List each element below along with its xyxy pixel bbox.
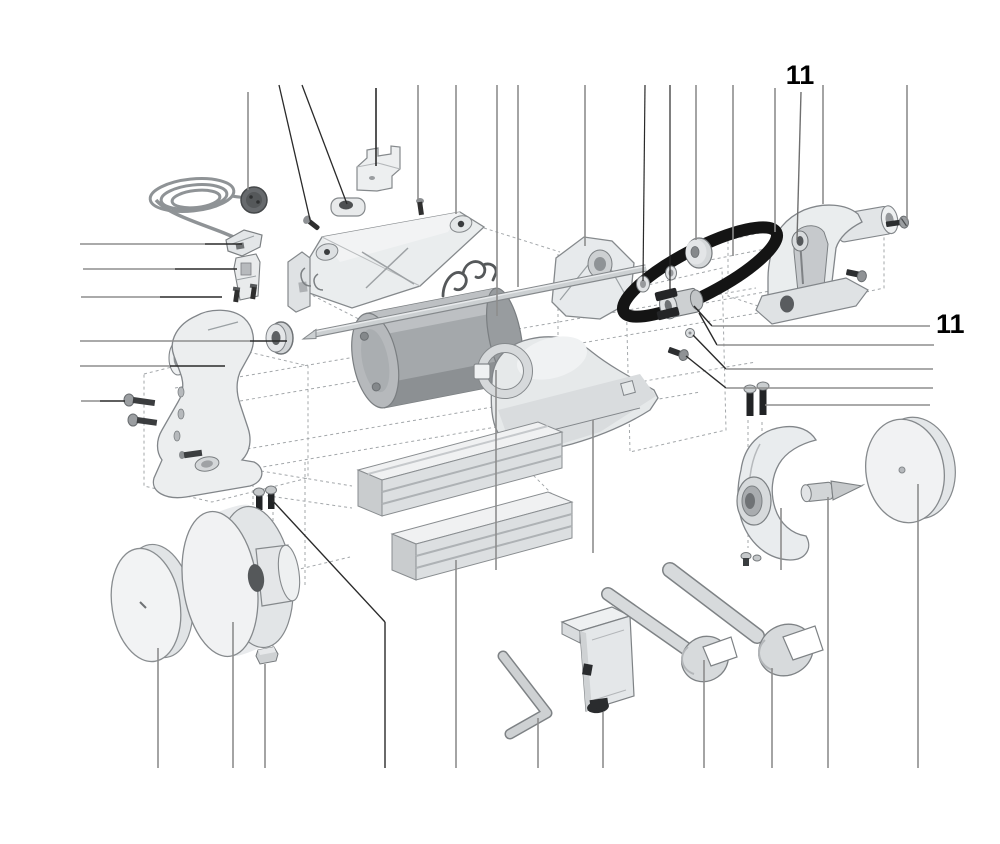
leader-lines-top [247,84,908,316]
motor-clamp [473,343,533,399]
polishing-disc [864,416,956,524]
power-plug [240,186,268,214]
small-screw-right [416,198,424,216]
cover-bracket [356,145,401,192]
taper-spindle [800,480,864,503]
open-end-wrench-large [662,562,824,677]
washers [636,265,695,338]
felt-polishing-wheel [110,543,194,663]
top-cover [287,211,486,313]
grinding-wheel [181,504,301,658]
open-end-wrench-small [601,587,738,683]
base-rails [356,421,574,581]
set-screw [667,347,689,361]
leader-lines-left [80,243,287,402]
hex-key [497,650,553,740]
wheel-nut [255,646,279,665]
shaft-washer [265,321,294,355]
left-stand [152,309,263,499]
callout-label-top: 11 [786,60,815,90]
bench-clamp [560,606,635,714]
wheel-screws [253,485,277,510]
right-stand [755,204,899,325]
callout-label-right: 11 [936,309,965,339]
cap-nut [330,197,366,217]
small-screw-left [303,215,320,231]
power-cord [148,176,253,245]
spacer-sleeves [654,287,680,321]
leader-lines-right [685,305,934,406]
wheel-guard [736,425,818,561]
switch-bracket [225,229,263,257]
stand-bolt [845,269,867,283]
contact-pins [232,283,258,303]
drive-shaft [301,264,647,340]
leader-lines-bottom [157,370,919,768]
stand-screws [123,393,158,427]
motor-pulley [685,237,713,269]
retaining-spring [441,260,498,298]
